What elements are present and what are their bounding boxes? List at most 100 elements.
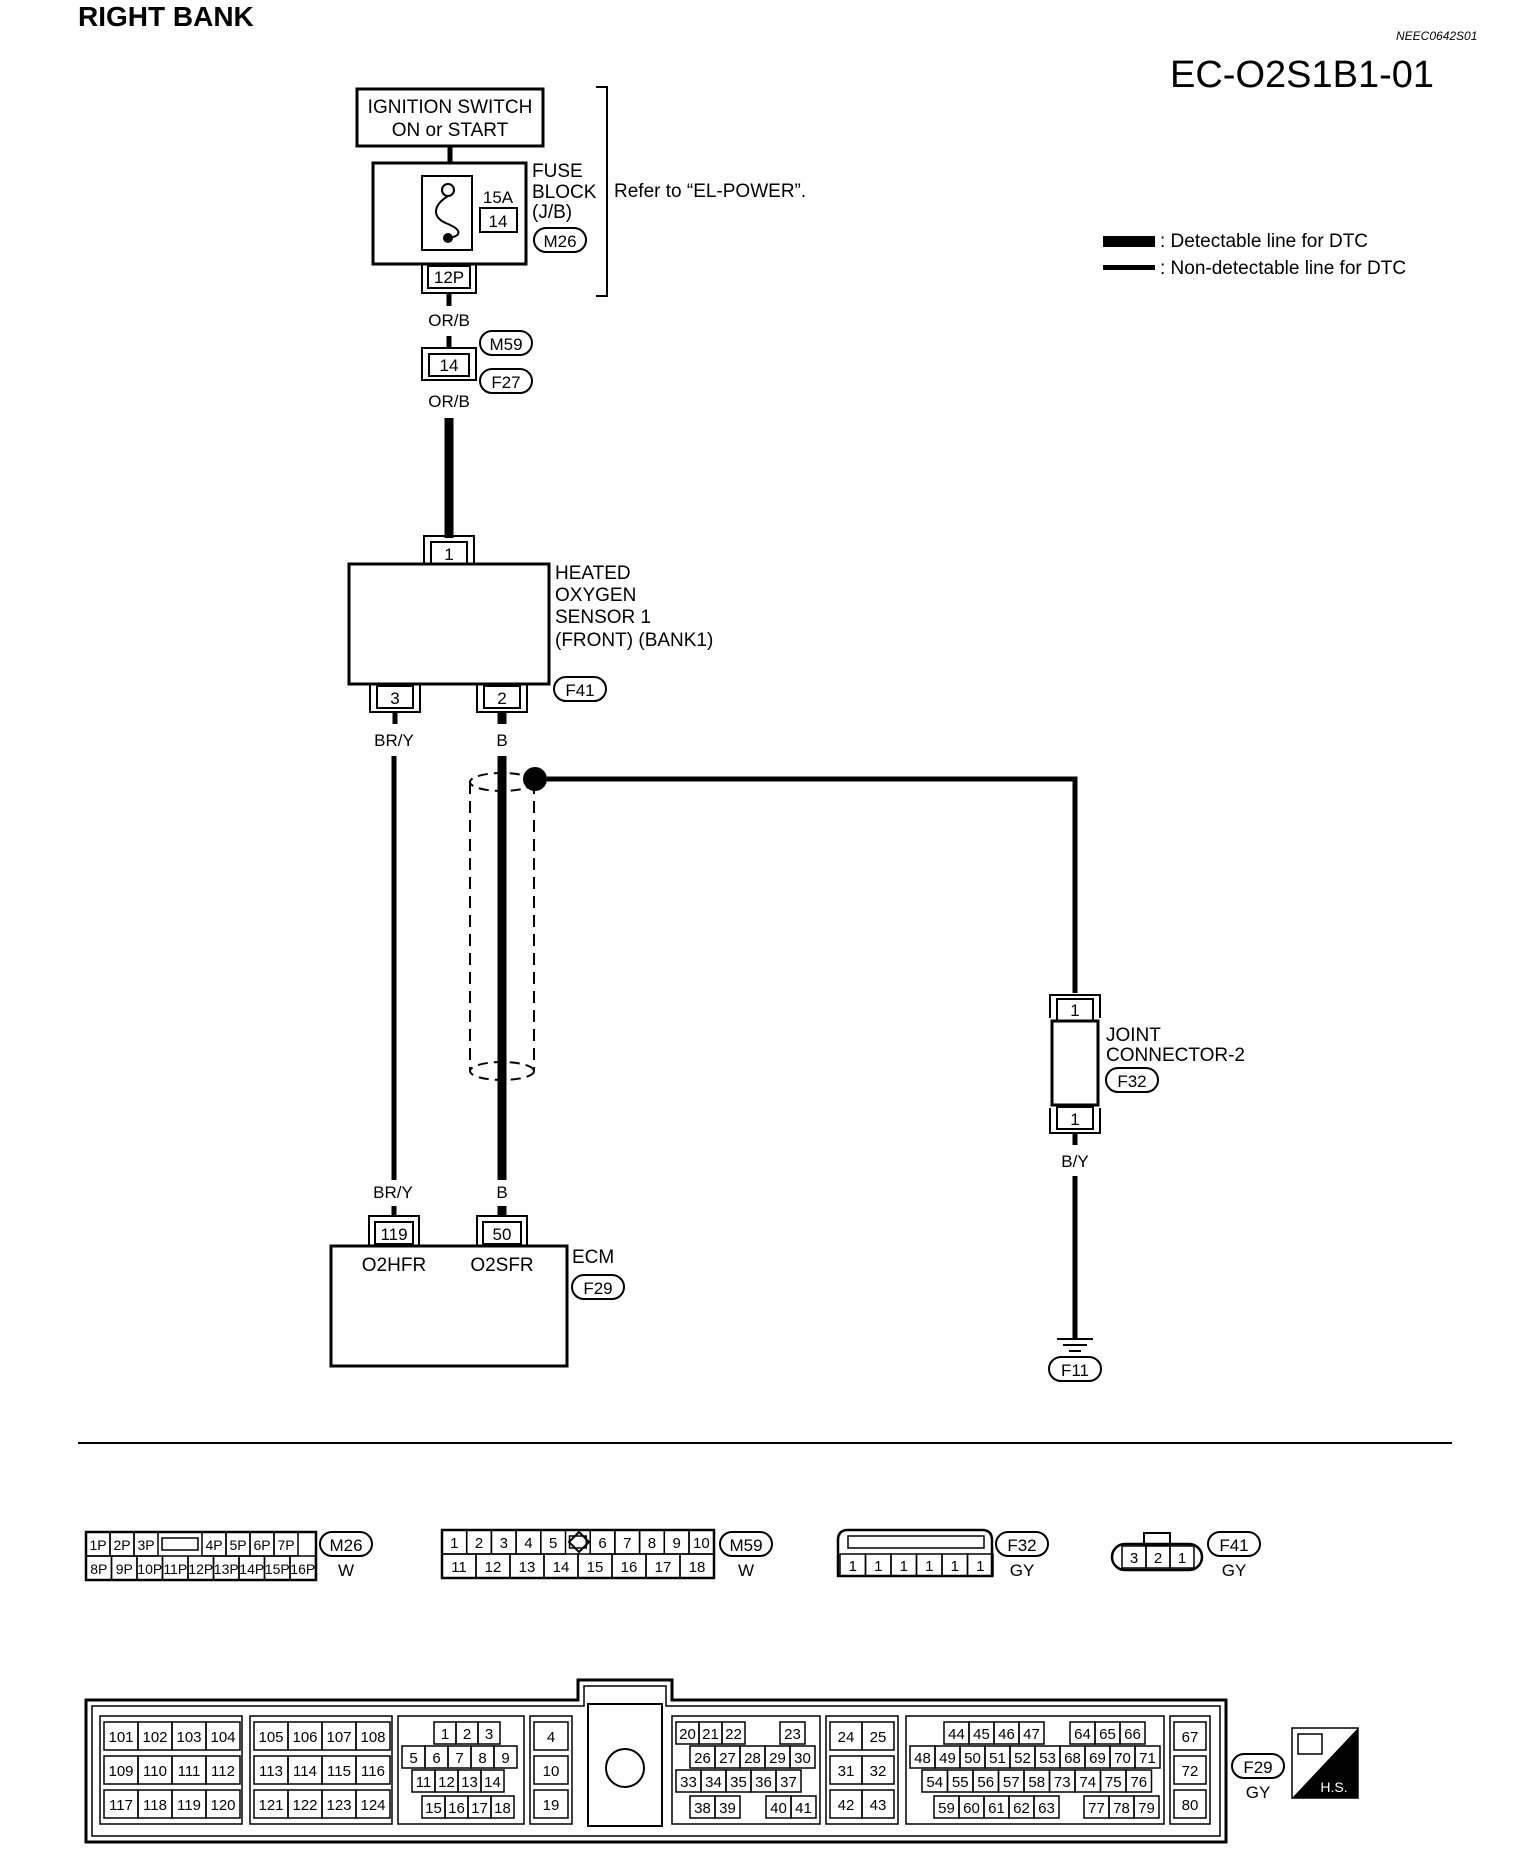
f29-pin-7: 7 <box>455 1750 463 1767</box>
f29-pin-34: 34 <box>705 1774 722 1791</box>
ignition-switch-line2: ON or START <box>392 120 509 141</box>
f29-pin-121: 121 <box>258 1797 283 1814</box>
f29-pin-120-cell <box>205 1789 241 1819</box>
f29-color: GY <box>1246 1783 1271 1802</box>
f29-pin-72: 72 <box>1182 1763 1199 1780</box>
f29-pin-37-cell <box>775 1769 802 1793</box>
f29-pin-25-cell <box>861 1721 895 1751</box>
f29-pin-4-cell <box>533 1721 569 1751</box>
f29-pin-11: 11 <box>416 1774 432 1791</box>
f29-pin-30: 30 <box>794 1750 811 1767</box>
f29-pin-79: 79 <box>1138 1800 1155 1817</box>
joint-label-line1: JOINT <box>1106 1025 1161 1046</box>
f41-pin-1-cell <box>1169 1545 1195 1569</box>
fuse-block-connector: M26 <box>543 232 576 251</box>
f29-pin-47-cell <box>1018 1721 1045 1745</box>
f41-pin-3: 3 <box>1130 1550 1138 1567</box>
ecm-terminal-o2hfr: O2HFR <box>362 1255 426 1276</box>
sensor-pin-1: 1 <box>444 545 453 564</box>
f29-pin-49: 49 <box>939 1750 956 1767</box>
f29-pin-109: 109 <box>108 1763 133 1780</box>
f29-pin-46: 46 <box>998 1726 1015 1743</box>
sensor-connector-badge <box>553 676 607 702</box>
f29-pin-71-cell <box>1134 1745 1161 1769</box>
f29-pin-48: 48 <box>914 1750 931 1767</box>
f32-pin-1: 1 <box>849 1558 857 1575</box>
f29-pin-10-cell <box>533 1755 569 1785</box>
f29-pin-14: 14 <box>484 1774 501 1791</box>
f29-pin-18: 18 <box>494 1800 511 1817</box>
legend: : Detectable line for DTC : Non-detectab… <box>1103 231 1406 279</box>
ecm: 119 50 O2HFR O2SFR ECM F29 <box>329 1215 625 1368</box>
m59-pin-2: 2 <box>475 1535 483 1552</box>
fuse-block-connector-badge <box>533 227 587 253</box>
f29-pin-3: 3 <box>485 1726 493 1743</box>
ground-connector: F11 <box>1061 1361 1089 1380</box>
f29-pin-32: 32 <box>870 1763 887 1780</box>
fuse-block-label1: FUSE <box>532 161 583 182</box>
m26-pin-7P: 7P <box>277 1537 294 1553</box>
m26-pin-3P: 3P <box>137 1537 154 1553</box>
m59-pin-4: 4 <box>524 1535 532 1552</box>
f29-pin-31: 31 <box>838 1763 855 1780</box>
f29-pin-59: 59 <box>938 1800 955 1817</box>
f29-pin-117: 117 <box>109 1797 133 1814</box>
wire-label-by: B/Y <box>1061 1152 1088 1171</box>
m59-pin-11: 11 <box>451 1559 467 1576</box>
ecm-label: ECM <box>572 1247 614 1268</box>
legend-detectable-swatch <box>1103 236 1155 247</box>
f29-pin-108-cell <box>355 1721 391 1751</box>
f29-pin-26: 26 <box>694 1750 711 1767</box>
m26-key <box>161 1537 199 1551</box>
f41-pin-1: 1 <box>1178 1550 1186 1567</box>
f32-pin-1: 1 <box>951 1558 959 1575</box>
f29-pin-54: 54 <box>926 1774 943 1791</box>
m59-pin-7: 7 <box>623 1535 631 1552</box>
joint-pin-top: 1 <box>1070 1001 1079 1020</box>
harness-side-label: H.S. <box>1320 1779 1347 1795</box>
m59-pin-13: 13 <box>519 1559 536 1576</box>
f29-pin-27: 27 <box>719 1750 736 1767</box>
f29-pin-9-cell <box>493 1745 518 1769</box>
harness-connector-badge-b <box>479 368 533 394</box>
m59-pin-1: 1 <box>450 1535 458 1552</box>
ground-icon <box>1057 1338 1093 1352</box>
ecm-connector-badge <box>571 1274 625 1300</box>
f29-pin-106: 106 <box>292 1729 317 1746</box>
f29-pin-55: 55 <box>952 1774 969 1791</box>
f29-pin-33: 33 <box>680 1774 697 1791</box>
f29-pin-14-cell <box>480 1769 505 1793</box>
m26-pin-2P: 2P <box>113 1537 130 1553</box>
wire-label-orb-bottom: OR/B <box>428 392 470 411</box>
m26-pin-9P: 9P <box>116 1561 133 1577</box>
f29-pin-15: 15 <box>425 1800 442 1817</box>
sensor-connector: F41 <box>565 681 594 700</box>
f29-pin-23: 23 <box>784 1726 801 1743</box>
f29-pin-114: 114 <box>293 1763 317 1780</box>
f32-badge <box>995 1531 1049 1557</box>
f29-pin-116: 116 <box>361 1763 385 1780</box>
f29-pin-50: 50 <box>964 1750 981 1767</box>
m59-pin-16: 16 <box>621 1559 638 1576</box>
m26-color: W <box>338 1561 354 1580</box>
m59-key-icon <box>567 1530 591 1554</box>
legend-detectable-label: : Detectable line for DTC <box>1160 231 1368 252</box>
f32-pin-1: 1 <box>976 1558 984 1575</box>
f29-pin-63-cell <box>1033 1795 1060 1819</box>
f29-pin-42: 42 <box>838 1797 855 1814</box>
sensor-label-line2: OXYGEN <box>555 585 636 606</box>
f41-name: F41 <box>1219 1536 1248 1555</box>
f29-pin-120: 120 <box>210 1797 235 1814</box>
f29-pin-9: 9 <box>501 1750 509 1767</box>
f29-pin-8: 8 <box>478 1750 486 1767</box>
f29-pin-112-cell <box>205 1755 241 1785</box>
legend-non-detectable-swatch <box>1103 265 1155 270</box>
joint-label-line2: CONNECTOR-2 <box>1106 1045 1245 1066</box>
f29-pin-75: 75 <box>1105 1774 1122 1791</box>
ignition-switch-line1: IGNITION SWITCH <box>368 97 533 118</box>
f29-pin-103: 103 <box>176 1729 201 1746</box>
f29-pin-41-cell <box>790 1795 817 1819</box>
f29-pin-70: 70 <box>1114 1750 1131 1767</box>
sensor-pin-2: 2 <box>497 689 506 708</box>
